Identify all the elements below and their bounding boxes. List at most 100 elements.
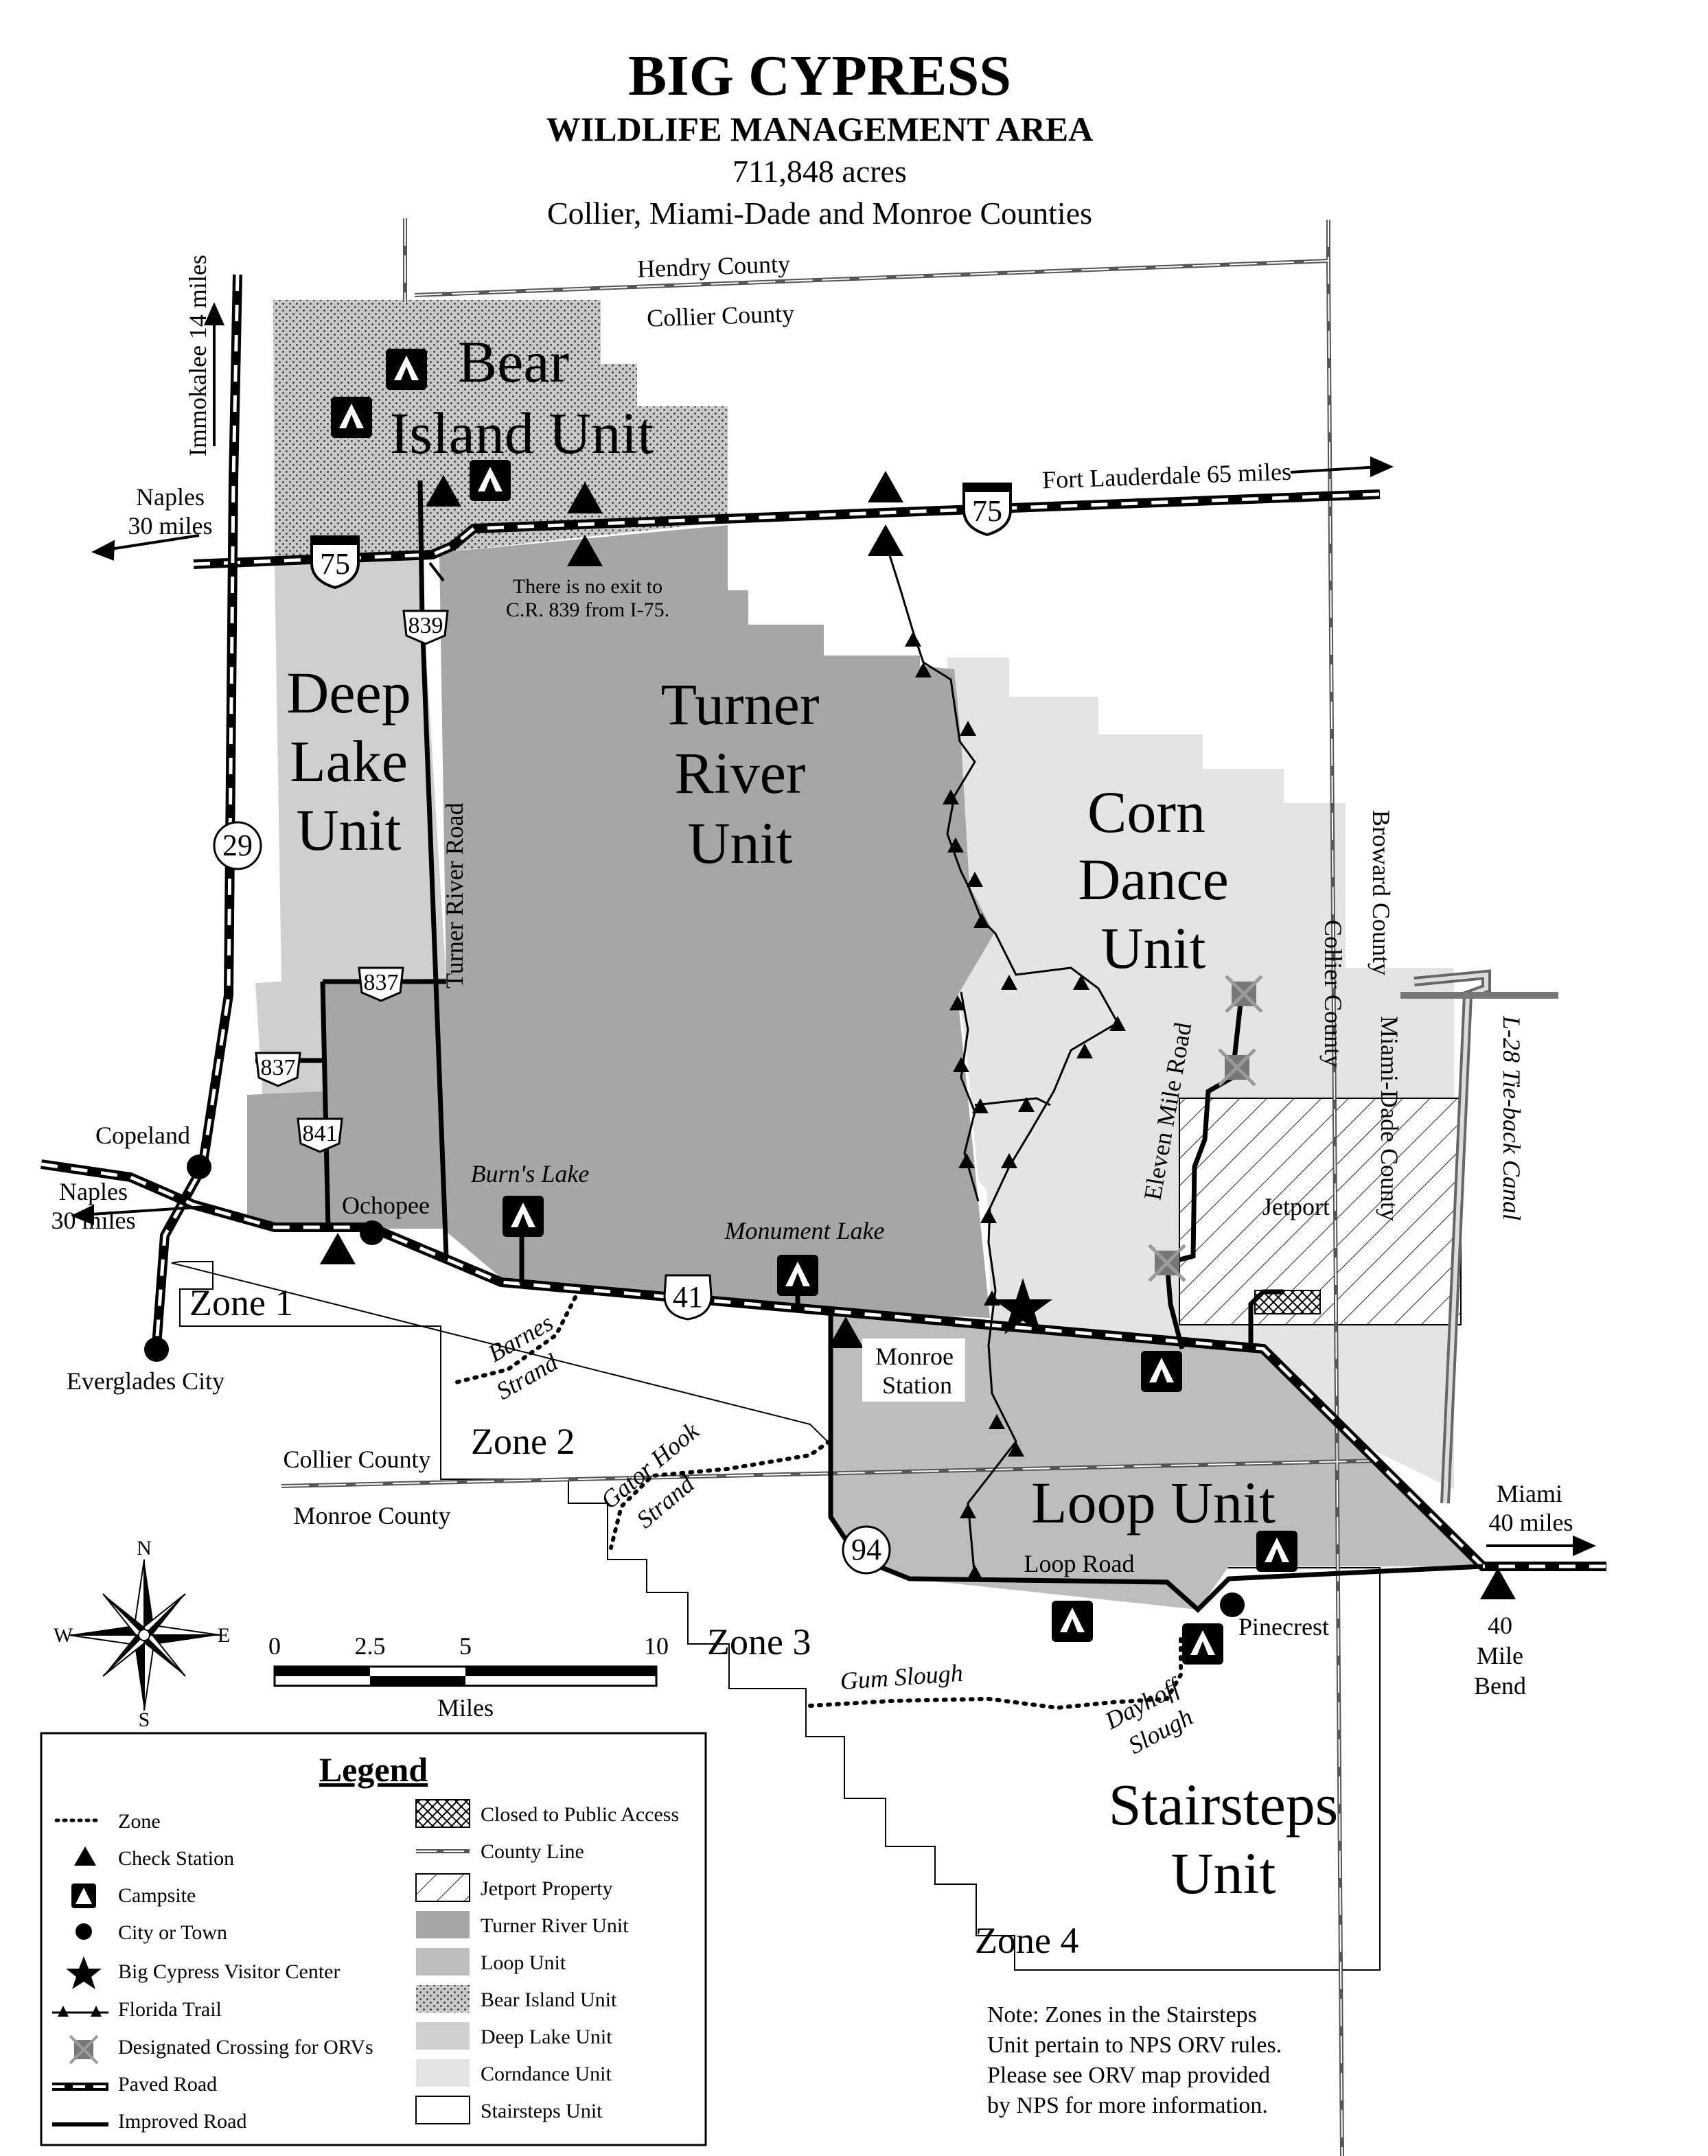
scale-tick-1: 2.5: [355, 1632, 386, 1660]
legend-right-labels: Closed to Public Access County Line Jetp…: [481, 1803, 679, 2122]
corn-dance-label-3: Unit: [1101, 915, 1206, 981]
zone-4-label: Zone 4: [975, 1920, 1078, 1961]
scale-tick-2: 5: [459, 1632, 472, 1660]
zone-1-label: Zone 1: [189, 1282, 293, 1323]
legend-deep-lake-unit: Deep Lake Unit: [481, 2026, 612, 2048]
miami-label-2: 40 miles: [1489, 1509, 1573, 1536]
compass-rose: [68, 1559, 220, 1711]
compass-s: S: [139, 1708, 150, 1731]
legend-turner-river-unit: Turner River Unit: [481, 1914, 629, 1937]
map-title: BIG CYPRESS: [628, 44, 1011, 108]
turner-river-road-label: Turner River Road: [441, 802, 468, 988]
forty-mile-bend-label-3: Bend: [1474, 1672, 1526, 1700]
no-exit-note-2: C.R. 839 from I-75.: [506, 599, 669, 621]
legend-bear-island-unit: Bear Island Unit: [481, 1989, 617, 2011]
stairsteps-label-1: Stairsteps: [1109, 1772, 1338, 1838]
bear-island-label-1: Bear: [458, 329, 569, 395]
legend-city: City or Town: [118, 1921, 227, 1944]
towns: [144, 1155, 1245, 1617]
legend-improved-road: Improved Road: [118, 2110, 246, 2133]
scale-tick-3: 10: [644, 1632, 669, 1660]
florida-trail-markers: [905, 631, 1126, 1580]
counties-line: Collier, Miami-Dade and Monroe Counties: [547, 196, 1092, 231]
legend-right-symbols: [415, 1799, 470, 2124]
svg-text:837: 837: [364, 970, 399, 995]
compass-e: E: [218, 1624, 230, 1647]
deep-lake-unit-region: [255, 559, 446, 1098]
visitor-center-star: [993, 1278, 1052, 1334]
svg-text:837: 837: [261, 1055, 296, 1080]
cr837-shield-a: 837: [358, 966, 404, 1002]
us41-shield: 41: [663, 1274, 713, 1321]
note-line-1: Note: Zones in the Stairsteps: [987, 2002, 1257, 2028]
scale-tick-0: 0: [268, 1632, 281, 1660]
fort-lauderdale-label: Fort Lauderdale 65 miles: [1042, 458, 1292, 494]
scale-bar: [273, 1665, 658, 1687]
corn-dance-label-2: Dance: [1078, 846, 1229, 912]
stairsteps-label-2: Unit: [1171, 1840, 1276, 1906]
acreage: 711,848 acres: [732, 154, 907, 189]
copeland-label: Copeland: [95, 1122, 190, 1149]
turner-river-label-1: Turner: [661, 671, 820, 737]
svg-text:839: 839: [408, 613, 443, 638]
legend-closed: Closed to Public Access: [481, 1803, 679, 1826]
forty-mile-bend-label-1: 40: [1488, 1612, 1512, 1639]
bear-island-label-2: Island Unit: [390, 400, 654, 466]
l28-canal-label: L-28 Tie-back Canal: [1498, 1015, 1525, 1220]
burns-lake-label: Burn's Lake: [471, 1160, 590, 1187]
collier-county-label-vert: Collier County: [1319, 920, 1347, 1067]
note-line-3: Please see ORV map provided: [987, 2063, 1270, 2088]
legend-check-station: Check Station: [118, 1847, 234, 1870]
legend-corndance-unit: Corndance Unit: [481, 2063, 612, 2085]
corn-dance-label-1: Corn: [1087, 779, 1205, 845]
zone-2-label: Zone 2: [471, 1421, 575, 1462]
hendry-county-label: Hendry County: [636, 250, 790, 283]
legend-orv-crossing: Designated Crossing for ORVs: [118, 2036, 373, 2059]
turner-river-unit-region: [247, 525, 994, 1318]
turner-river-label-3: Unit: [688, 810, 793, 876]
deep-lake-label-2: Lake: [290, 728, 408, 794]
legend-paved-road: Paved Road: [118, 2073, 217, 2096]
jetport-property: [1179, 1098, 1462, 1325]
legend-zone: Zone: [118, 1810, 161, 1833]
legend-county-line: County Line: [481, 1840, 584, 1863]
no-exit-note-1: There is no exit to: [513, 575, 662, 598]
forty-mile-bend-label-2: Mile: [1477, 1642, 1523, 1669]
legend-stairsteps-unit: Stairsteps Unit: [481, 2100, 603, 2122]
svg-text:94: 94: [851, 1533, 881, 1566]
legend-left-labels: Zone Check Station Campsite City or Town…: [118, 1810, 373, 2133]
legend-visitor-center: Big Cypress Visitor Center: [118, 1960, 340, 1983]
loop-unit-region: [831, 1314, 1483, 1610]
i75-shield-west: 75: [310, 535, 360, 590]
sr94-shield: 94: [842, 1525, 891, 1575]
collier-county-label-top: Collier County: [646, 299, 794, 332]
compass-w: W: [54, 1624, 73, 1647]
miami-dade-county-label: Miami-Dade County: [1376, 1016, 1403, 1221]
zone-3-label: Zone 3: [707, 1621, 811, 1662]
destination-arrows: [71, 302, 1596, 1557]
cr839-shield: 839: [402, 610, 449, 645]
map-subtitle: WILDLIFE MANAGEMENT AREA: [546, 110, 1093, 148]
legend-title: Legend: [319, 1750, 428, 1789]
i75-shield-east: 75: [962, 483, 1012, 537]
i75-label-west: 75: [320, 547, 350, 581]
sr29-shield: 29: [213, 821, 262, 870]
closed-area: [1254, 1290, 1321, 1314]
deep-lake-label-1: Deep: [286, 660, 411, 726]
broward-county-label: Broward County: [1367, 810, 1395, 975]
legend-campsite: Campsite: [118, 1884, 196, 1907]
paved-roads: [40, 274, 1606, 1571]
svg-text:41: 41: [673, 1280, 703, 1314]
naples-bottom-label-2: 30 miles: [51, 1207, 136, 1234]
cr841-shield: 841: [297, 1117, 343, 1153]
monroe-station-box: [862, 1338, 965, 1402]
jetport-label: Jetport: [1262, 1193, 1330, 1220]
cr837-shield-b: 837: [255, 1052, 301, 1087]
stairsteps-unit-region: [171, 1261, 1381, 1971]
immokalee-label: Immokalee 14 miles: [184, 255, 211, 456]
naples-bottom-label-1: Naples: [59, 1178, 128, 1205]
monroe-station-label-1: Monroe: [875, 1343, 954, 1370]
pinecrest-label: Pinecrest: [1238, 1613, 1329, 1641]
